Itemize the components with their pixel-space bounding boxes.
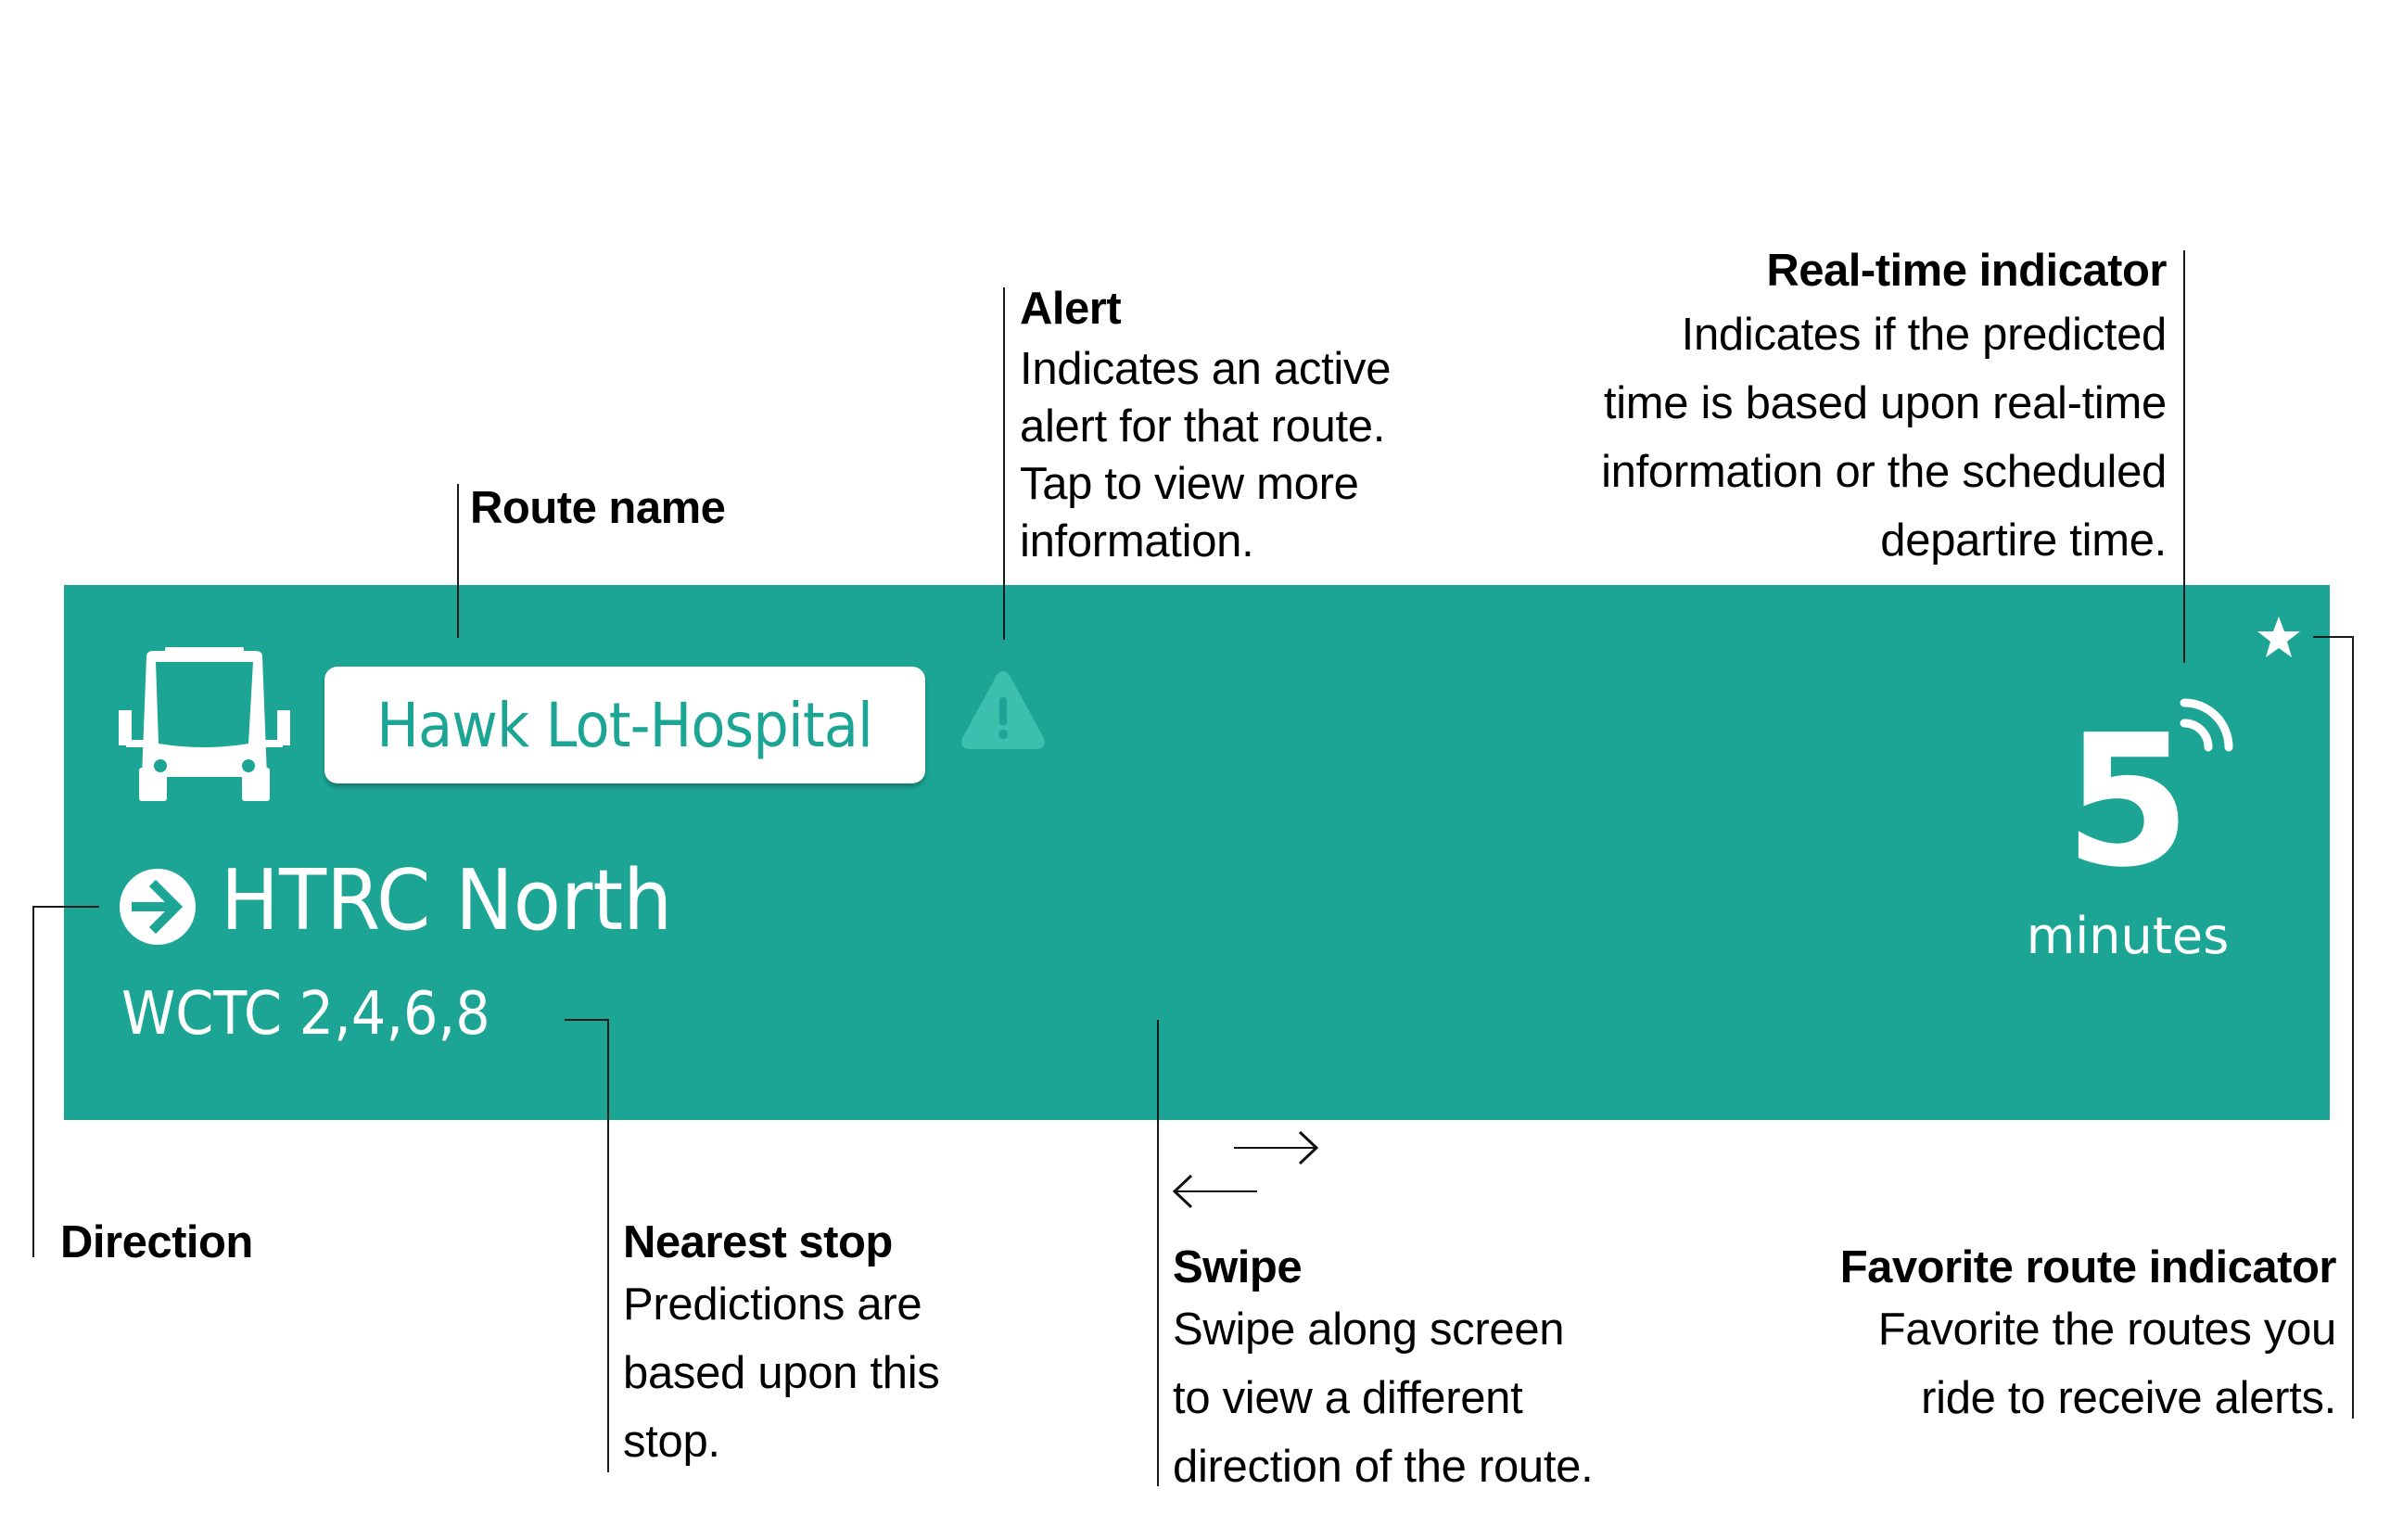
- alert-annotation-title: Alert: [1020, 284, 1122, 334]
- realtime-annotation-line: Indicates if the predicted: [1681, 310, 2168, 360]
- favorite-annotation: Favorite route indicator Favorite the ro…: [1839, 1240, 2337, 1432]
- nearest-stop-annotation-line: stop.: [623, 1417, 720, 1467]
- realtime-annotation-line: departire time.: [1880, 515, 2167, 566]
- direction-leader-h: [32, 906, 99, 908]
- prediction-minutes: 5: [2064, 696, 2192, 908]
- swipe-annotation: Swipe Swipe along screen to view a diffe…: [1173, 1240, 1594, 1501]
- alert-annotation-line: Indicates an active: [1020, 344, 1392, 394]
- star-icon[interactable]: [2257, 616, 2301, 658]
- favorite-leader-h: [2313, 636, 2354, 638]
- favorite-annotation-line: Favorite the routes you: [1877, 1305, 2337, 1355]
- route-name-badge[interactable]: Hawk Lot-Hospital: [324, 667, 925, 783]
- warning-triangle-icon[interactable]: [959, 668, 1048, 753]
- nearest-stop-annotation-title: Nearest stop: [623, 1217, 893, 1267]
- route-name-leader: [457, 484, 459, 638]
- swipe-annotation-line: to view a different: [1173, 1373, 1523, 1423]
- swipe-annotation-line: Swipe along screen: [1173, 1305, 1565, 1355]
- arrow-right-circle-icon: [120, 869, 196, 945]
- nearest-stop-text: WCTC 2,4,6,8: [121, 980, 490, 1049]
- nearest-stop-annotation: Nearest stop Predictions are based upon …: [623, 1215, 940, 1476]
- favorite-annotation-line: ride to receive alerts.: [1921, 1373, 2336, 1423]
- direction-annotation-title: Direction: [60, 1217, 253, 1267]
- swipe-annotation-line: direction of the route.: [1173, 1442, 1594, 1492]
- direction-text: HTRC North: [221, 852, 673, 949]
- favorite-leader-v: [2352, 636, 2354, 1419]
- direction-leader-v: [32, 906, 34, 1257]
- realtime-annotation-line: information or the scheduled: [1601, 447, 2167, 497]
- nearest-stop-annotation-line: based upon this: [623, 1348, 940, 1398]
- swipe-left-arrow-icon: [1172, 1174, 1257, 1209]
- alert-annotation: Alert Indicates an active alert for that…: [1020, 281, 1391, 570]
- favorite-annotation-title: Favorite route indicator: [1839, 1242, 2337, 1292]
- realtime-annotation-line: time is based upon real-time: [1603, 378, 2167, 428]
- swipe-right-arrow-icon: [1234, 1130, 1319, 1165]
- realtime-annotation: Real-time indicator Indicates if the pre…: [1601, 243, 2167, 575]
- alert-leader: [1003, 287, 1005, 640]
- bus-icon: [119, 647, 290, 801]
- prediction-unit: minutes: [2026, 907, 2230, 965]
- swipe-leader: [1157, 1020, 1159, 1486]
- route-name-text: Hawk Lot-Hospital: [376, 689, 874, 761]
- alert-annotation-line: information.: [1020, 516, 1254, 566]
- nearest-stop-leader-h: [565, 1019, 609, 1021]
- route-name-annotation-title: Route name: [470, 483, 726, 533]
- signal-waves-icon: [2180, 698, 2233, 752]
- swipe-annotation-title: Swipe: [1173, 1242, 1303, 1292]
- realtime-annotation-title: Real-time indicator: [1766, 246, 2167, 296]
- nearest-stop-leader-v: [607, 1019, 609, 1472]
- alert-annotation-line: Tap to view more: [1020, 459, 1359, 509]
- alert-annotation-line: alert for that route.: [1020, 401, 1386, 452]
- realtime-leader: [2183, 250, 2185, 663]
- nearest-stop-annotation-line: Predictions are: [623, 1279, 922, 1330]
